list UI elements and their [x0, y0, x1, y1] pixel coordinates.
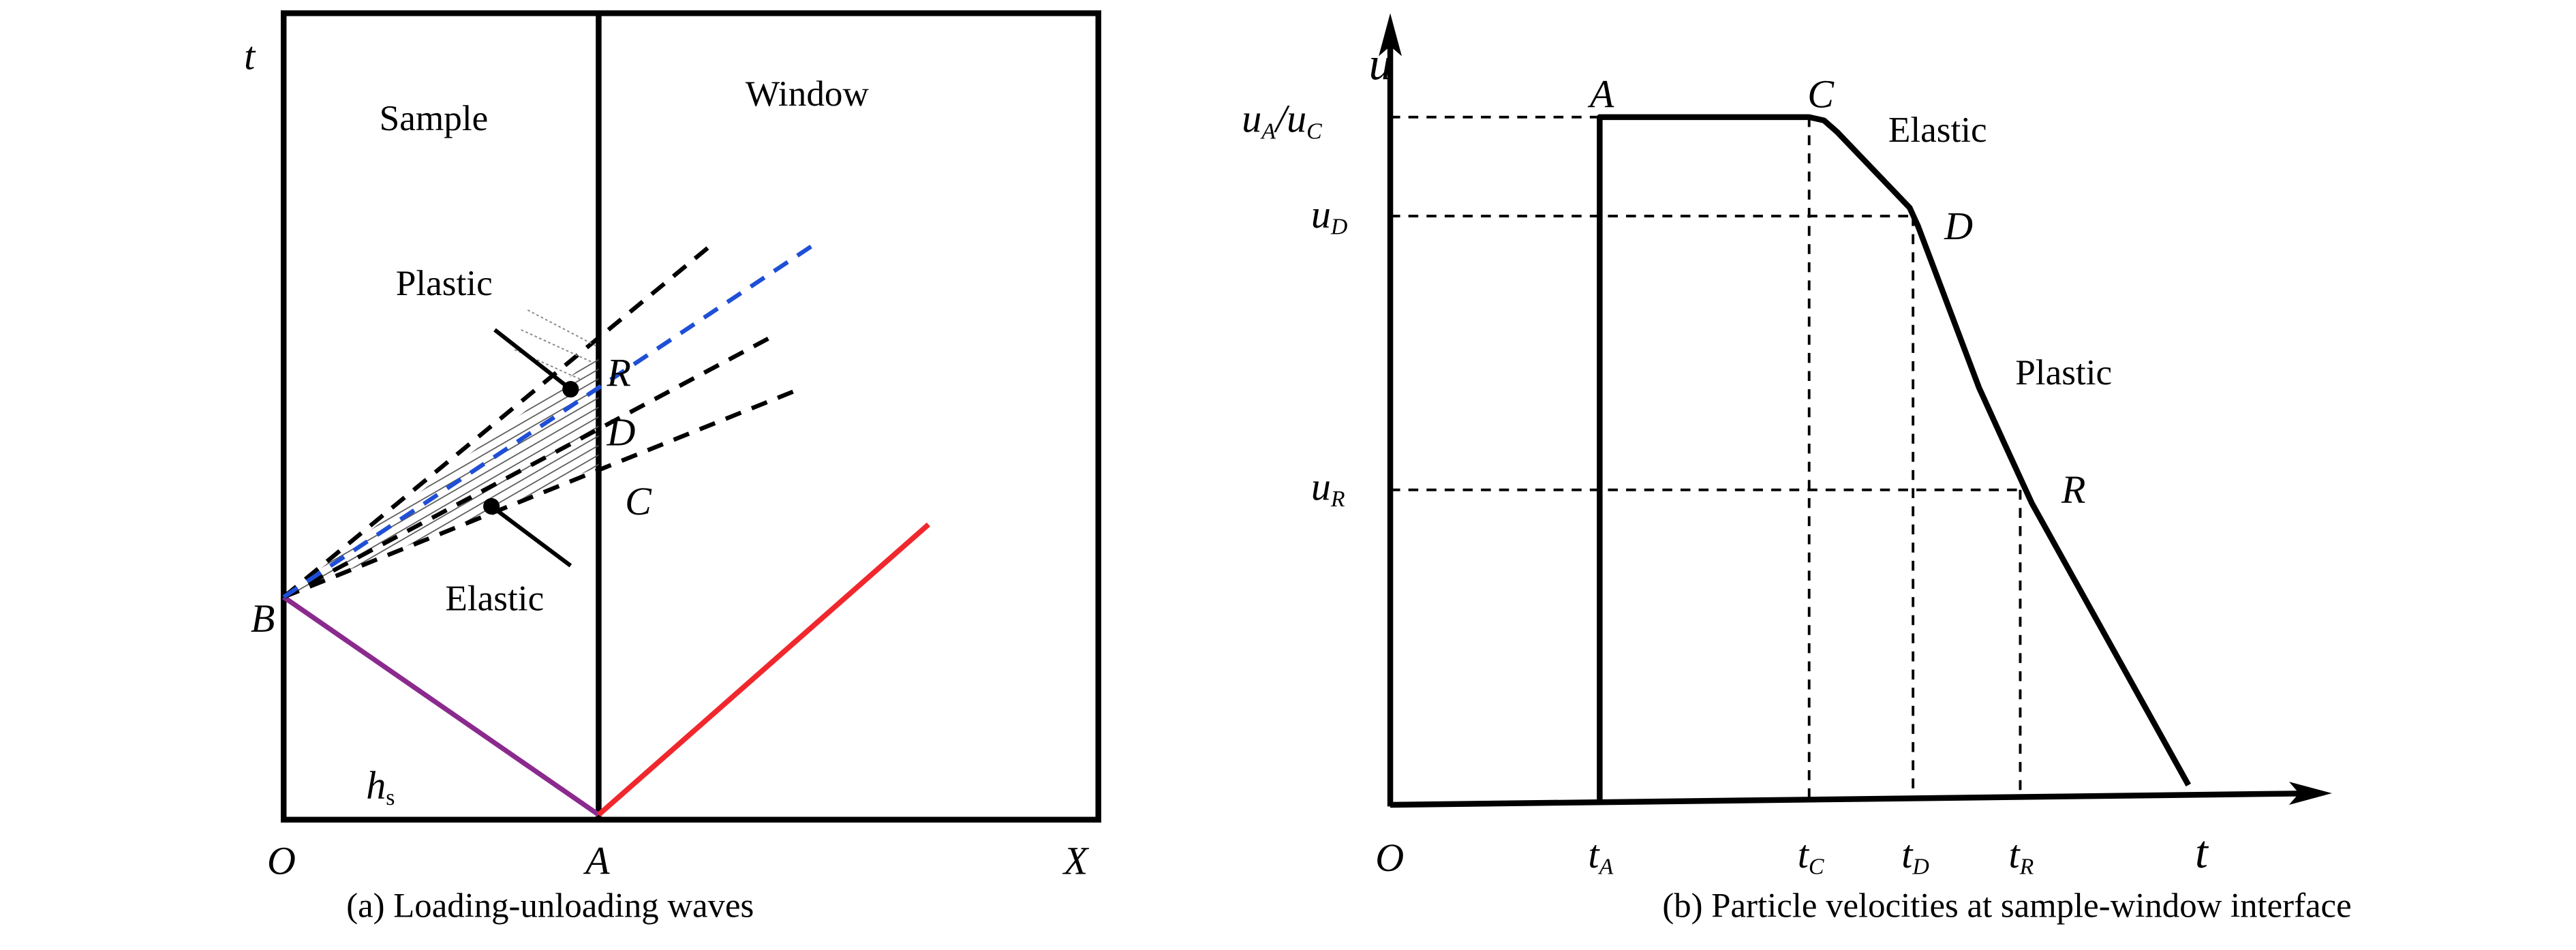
guide-lines [1390, 115, 2024, 800]
t-d-label: tD [1901, 832, 1929, 880]
u-d-label: uD [1311, 192, 1347, 240]
thickness-h: h [366, 763, 386, 807]
panel-b-particle-velocities: u A C D R Elastic Plastic uA/uC uD uR O … [1242, 13, 2352, 925]
point-r-label: R [2061, 468, 2085, 512]
axis-x-label: X [1062, 839, 1090, 883]
caption-a: (a) Loading-unloading waves [346, 887, 754, 925]
thickness-sub: s [386, 785, 395, 810]
axis-o-label: O [267, 839, 296, 883]
elastic-marker-dot [483, 497, 500, 515]
t-c-label: tC [1798, 832, 1824, 880]
t-axis [1390, 790, 2318, 808]
window-shock-line [596, 522, 931, 817]
window-label: Window [746, 74, 870, 114]
point-r-label: R [607, 350, 631, 395]
point-a-label: A [1587, 72, 1614, 116]
point-b-label: B [251, 596, 275, 641]
t-a-label: tA [1588, 832, 1613, 880]
t-r-label: tR [2009, 832, 2034, 880]
axis-u-label: u [1369, 38, 1392, 89]
point-d-label: D [607, 410, 636, 454]
caption-b: (b) Particle velocities at sample-window… [1662, 887, 2351, 925]
reflected-wave-line [282, 595, 600, 817]
plastic-leader [493, 328, 572, 391]
t-axis-arrow-icon [2288, 782, 2332, 805]
hatched-wave-fan [283, 354, 599, 598]
elastic-label: Elastic [1888, 110, 1987, 150]
plastic-marker-dot [562, 381, 579, 398]
unloading-wave-lines [282, 242, 804, 599]
plastic-front-line [282, 242, 714, 599]
release-wave-line [282, 239, 821, 599]
axis-a-label: A [583, 839, 610, 883]
elastic-label: Elastic [445, 578, 544, 618]
panel-a-loading-unloading-waves: t Sample Window Plastic Elastic B R D C … [244, 10, 1101, 925]
plastic-label: Plastic [396, 263, 493, 303]
elastic-leader [490, 504, 572, 568]
u-axis-arrow-icon [1379, 13, 1402, 57]
thickness-label: hs [366, 763, 395, 810]
sample-label: Sample [380, 98, 489, 138]
point-c-label: C [625, 479, 652, 523]
plastic-label: Plastic [2015, 352, 2112, 393]
point-d-label: D [1944, 204, 1973, 248]
xt-diagram-frame [281, 10, 1101, 823]
axis-t-label: t [244, 34, 256, 78]
axis-t-label: t [2195, 827, 2209, 878]
point-c-label: C [1807, 72, 1835, 116]
u-r-label: uR [1311, 464, 1345, 512]
u-a-c-label: uA/uC [1242, 97, 1322, 144]
velocity-profile-curve [1597, 114, 2192, 802]
plastic-rear-line [282, 331, 780, 599]
elastic-line [283, 385, 804, 599]
origin-label: O [1375, 836, 1404, 880]
